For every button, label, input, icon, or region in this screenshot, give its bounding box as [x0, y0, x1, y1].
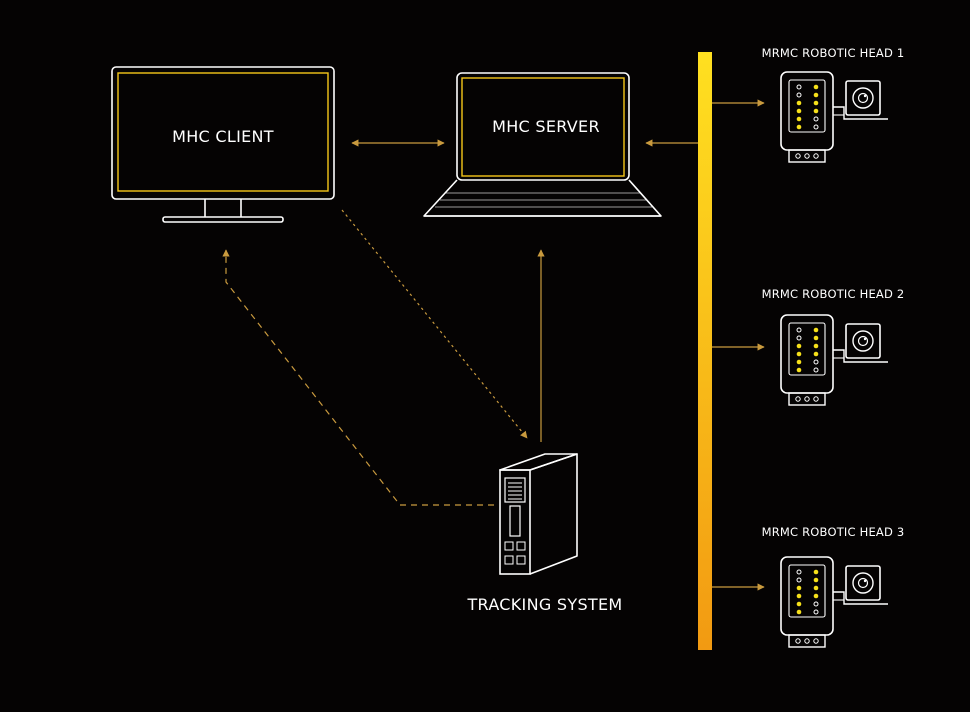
connectors — [222, 99, 765, 591]
robotic-head-1-label: MRMC ROBOTIC HEAD 1 — [762, 46, 905, 60]
tracking-tower-icon — [499, 453, 578, 575]
tracking-label: TRACKING SYSTEM — [466, 595, 622, 614]
client-monitor-icon — [111, 66, 335, 223]
tracking-client-dashed-link — [222, 249, 494, 506]
robotic-head-1: MRMC ROBOTIC HEAD 1 — [762, 46, 905, 163]
robotic-head-3-icon — [780, 556, 889, 648]
robotic-head-2-icon — [780, 314, 889, 406]
network-bus — [698, 52, 712, 650]
client-label: MHC CLIENT — [172, 127, 274, 146]
robotic-head-1-icon — [780, 71, 889, 163]
server-label: MHC SERVER — [492, 117, 600, 136]
robotic-head-3-label: MRMC ROBOTIC HEAD 3 — [762, 525, 905, 539]
robotic-head-3: MRMC ROBOTIC HEAD 3 — [762, 525, 905, 648]
robotic-head-2: MRMC ROBOTIC HEAD 2 — [762, 287, 905, 406]
client-tracking-dotted-link — [341, 209, 528, 439]
server-laptop-icon — [423, 72, 662, 217]
robotic-head-2-label: MRMC ROBOTIC HEAD 2 — [762, 287, 905, 301]
